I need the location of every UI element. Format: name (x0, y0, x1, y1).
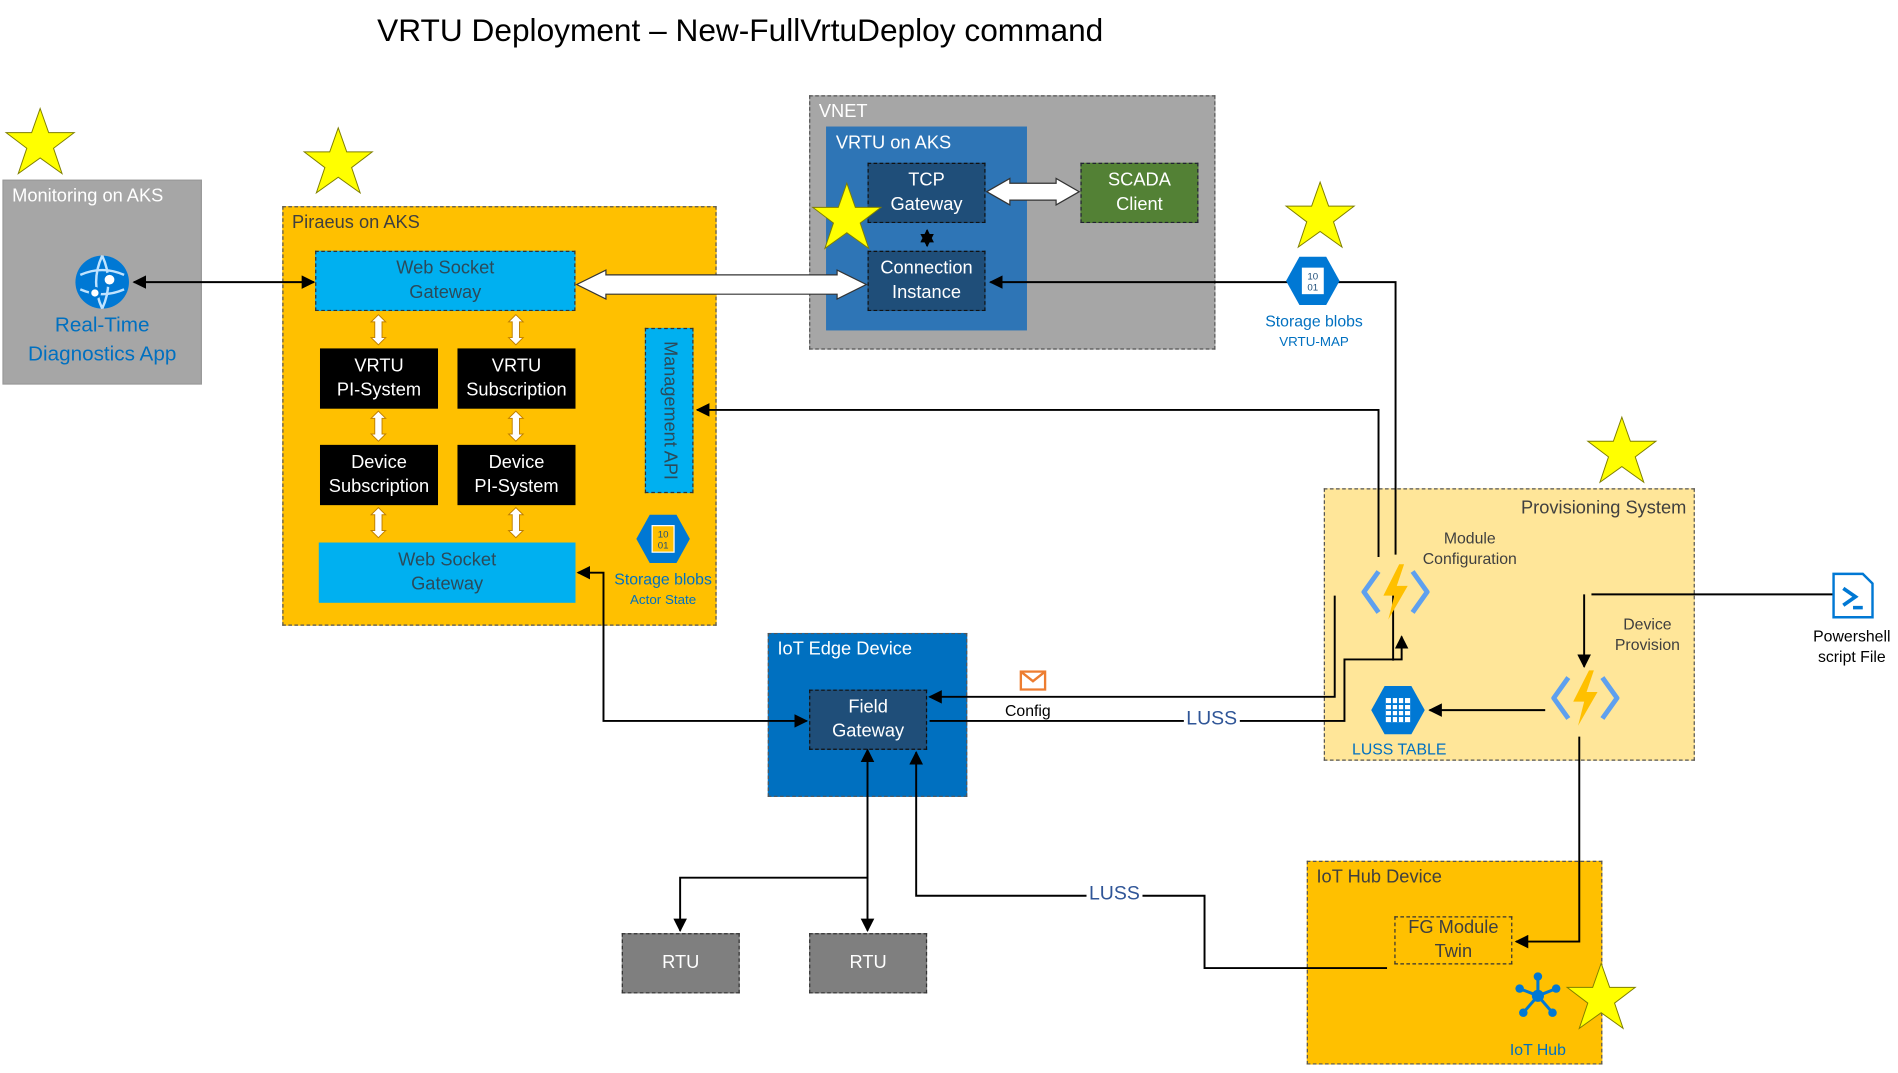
vrtu-subscription[interactable]: VRTU Subscription (457, 348, 576, 409)
arrow-config-fieldgateway (928, 595, 1336, 704)
realtime-app-label[interactable]: Real-Time Diagnostics App (28, 313, 177, 366)
group-vrtu-aks-label: VRTU on AKS (835, 132, 952, 154)
arrow-module-management (695, 403, 1380, 557)
arrow-module-connection (989, 275, 1397, 555)
rtu-1[interactable]: RTU (621, 933, 740, 994)
hollow-arrow-tcp-scada (985, 177, 1081, 206)
storage-blob-icon: 10 01 (1286, 256, 1340, 306)
svg-text:01: 01 (1307, 283, 1318, 294)
powershell-label[interactable]: Powershell script File (1813, 626, 1891, 666)
arrow-fieldgateway-module (929, 635, 1409, 722)
svg-text:10: 10 (658, 530, 669, 541)
storage-vrtu-sublabel: VRTU-MAP (1279, 335, 1349, 350)
vrtu-pi-system[interactable]: VRTU PI-System (319, 348, 439, 409)
luss-label-2: LUSS (1086, 883, 1143, 906)
fg-module-twin[interactable]: FG Module Twin (1394, 916, 1513, 965)
hollow-arrow-v6 (507, 506, 525, 539)
config-label: Config (1004, 701, 1051, 720)
luss-table-label[interactable]: LUSS TABLE (1352, 740, 1447, 759)
group-iot-hub-device-label: IoT Hub Device (1316, 866, 1442, 888)
hollow-arrow-v4 (507, 410, 525, 442)
arrow-fieldgateway-rtu1 (673, 876, 868, 933)
group-piraeus-label: Piraeus on AKS (292, 212, 420, 233)
connection-instance[interactable]: Connection Instance (867, 250, 986, 312)
luss-label-1: LUSS (1183, 708, 1240, 731)
svg-text:01: 01 (658, 541, 669, 552)
management-api-label: Management API (659, 341, 681, 480)
tcp-gateway[interactable]: TCP Gateway (867, 162, 986, 224)
arrow-provision-twin (1514, 736, 1581, 949)
hollow-arrow-v3 (369, 410, 387, 442)
powershell-icon (1832, 572, 1874, 619)
arrow-twin-fieldgateway (909, 750, 1388, 970)
star-icon (811, 181, 883, 250)
web-socket-gateway-top[interactable]: Web Socket Gateway (315, 250, 576, 312)
iot-hub-icon (1515, 972, 1561, 1017)
group-provisioning: Provisioning System (1323, 488, 1695, 761)
star-icon (1586, 415, 1658, 484)
field-gateway[interactable]: Field Gateway (809, 689, 928, 750)
azure-function-icon (1551, 670, 1620, 726)
device-subscription[interactable]: Device Subscription (319, 444, 439, 506)
storage-actor-label[interactable]: Storage blobs (614, 570, 712, 589)
arrow-ws-fieldgateway (576, 565, 809, 728)
star-icon (1284, 180, 1356, 249)
storage-actor-sublabel: Actor State (629, 593, 697, 608)
scada-client[interactable]: SCADA Client (1080, 162, 1199, 224)
mail-icon (1019, 670, 1047, 691)
group-iot-edge-label: IoT Edge Device (777, 638, 913, 660)
table-icon (1371, 685, 1425, 735)
azure-function-icon (1361, 564, 1430, 620)
device-pi-system[interactable]: Device PI-System (457, 444, 576, 506)
hollow-arrow-ws-connection (575, 269, 868, 300)
iot-hub-label[interactable]: IoT Hub (1509, 1040, 1566, 1059)
storage-vrtu-label[interactable]: Storage blobs (1265, 312, 1363, 331)
group-provisioning-label: Provisioning System (1521, 497, 1687, 519)
star-icon (1565, 961, 1637, 1030)
rtu-2[interactable]: RTU (809, 933, 928, 994)
svg-text:10: 10 (1307, 272, 1318, 283)
hollow-arrow-v2 (507, 313, 525, 346)
page-title: VRTU Deployment – New-FullVrtuDeploy com… (377, 12, 1104, 49)
management-api[interactable]: Management API (644, 327, 694, 494)
web-socket-gateway-bottom[interactable]: Web Socket Gateway (318, 542, 576, 603)
web-app-icon (75, 255, 129, 310)
star-icon (302, 126, 374, 195)
star-icon (4, 107, 76, 175)
group-vnet-label: VNET (818, 101, 868, 122)
storage-blob-icon: 10 01 (636, 514, 690, 564)
module-configuration-label[interactable]: Module Configuration (1422, 529, 1517, 568)
group-monitoring-label: Monitoring on AKS (12, 185, 164, 207)
hollow-arrow-v1 (369, 313, 387, 346)
hollow-arrow-v5 (369, 506, 387, 539)
device-provision-label[interactable]: Device Provision (1614, 614, 1680, 654)
